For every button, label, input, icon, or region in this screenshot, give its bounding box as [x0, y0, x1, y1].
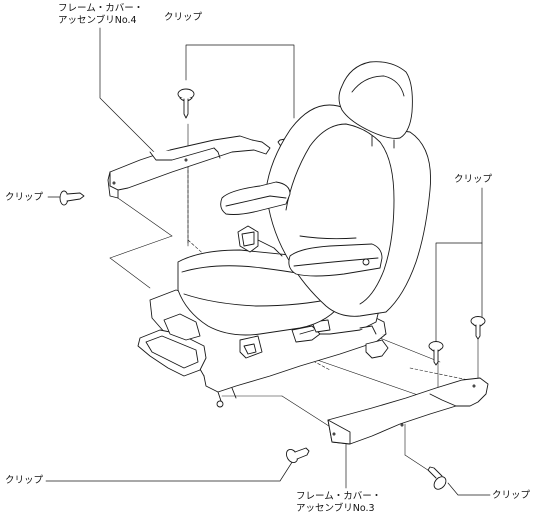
frame-cover-no4 [107, 135, 271, 199]
clip-bottom-left-icon [285, 447, 310, 464]
clip-bottom-left-label: クリップ [5, 475, 44, 486]
frame-cover-no3-label-line2: アッセンブリNo.3 [296, 503, 375, 514]
clip-top-label: クリップ [164, 12, 203, 23]
frame-cover-no4-label-line1: フレーム・カバー・ [58, 3, 144, 14]
clip-left-icon [59, 190, 85, 206]
clip-bottom-right-icon [427, 466, 447, 490]
guide-lines [109, 123, 479, 479]
frame-cover-no3-label-line1: フレーム・カバー・ [296, 491, 382, 502]
frame-cover-no4-label-line2: アッセンブリNo.4 [58, 15, 137, 26]
clip-right-label: クリップ [454, 174, 493, 185]
clip-left-label: クリップ [5, 192, 44, 203]
seat-assembly [137, 61, 431, 408]
clip-bottom-right-label: クリップ [492, 490, 531, 501]
leader-lines [45, 27, 491, 496]
frame-cover-no3 [327, 377, 489, 445]
clip-right-1-icon [428, 341, 444, 366]
clip-top-icon [177, 88, 195, 119]
clip-right-2-icon [470, 316, 486, 340]
